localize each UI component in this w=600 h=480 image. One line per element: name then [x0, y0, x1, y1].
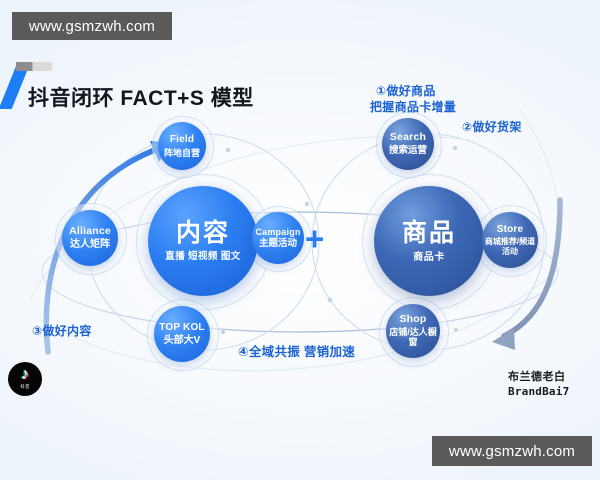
- orbit-dot: [452, 145, 458, 151]
- node-campaign-cn: 主题活动: [258, 237, 297, 249]
- douyin-logo: ♪ 抖音: [8, 362, 42, 396]
- node-field[interactable]: Field 阵地自营: [158, 122, 206, 170]
- node-shop-en: Shop: [399, 313, 427, 326]
- annotation-4: ④全域共振 营销加速: [238, 345, 356, 359]
- node-product-subtitle: 商品卡: [413, 251, 445, 263]
- node-store-en: Store: [496, 223, 524, 235]
- node-store-cn: 商城推荐/频道活动: [484, 237, 536, 256]
- decorative-arc: [59, 267, 561, 372]
- node-topkol-en: TOP KOL: [159, 321, 205, 333]
- node-alliance-cn: 达人矩阵: [70, 239, 110, 251]
- node-content-title: 内容: [175, 219, 230, 248]
- annotation-2: ②做好货架: [462, 120, 522, 134]
- orbit-dot: [220, 329, 226, 335]
- plus-symbol: +: [305, 220, 325, 257]
- annotation-3: ③做好内容: [32, 324, 92, 338]
- douyin-label: 抖音: [20, 384, 30, 389]
- node-topkol[interactable]: TOP KOL 头部大V: [154, 306, 210, 362]
- node-shop-cn: 店铺/达人橱窗: [389, 326, 437, 348]
- node-content-subtitle: 直播 短视频 图文: [165, 251, 241, 263]
- node-search[interactable]: Search 搜索运营: [382, 118, 434, 170]
- node-alliance-en: Alliance: [69, 224, 111, 237]
- page-title: 抖音闭环 FACT+S 模型: [28, 87, 254, 110]
- outer-orbit-ellipse: [41, 211, 559, 333]
- node-product[interactable]: 商品 商品卡: [374, 186, 484, 296]
- annotation-1-line1: ①做好商品: [376, 84, 436, 98]
- node-field-cn: 阵地自营: [163, 147, 200, 158]
- node-search-en: Search: [389, 130, 427, 143]
- brand-name-en: BrandBai7: [508, 385, 570, 398]
- orbit-dot: [225, 147, 231, 153]
- orbit-dot: [327, 297, 333, 303]
- annotation-1-line2: 把握商品卡增量: [370, 100, 457, 114]
- brand-signature: 布兰德老白 BrandBai7: [508, 368, 569, 398]
- node-alliance[interactable]: Alliance 达人矩阵: [62, 210, 118, 266]
- right-arrow-head: [492, 328, 515, 350]
- orbit-dot: [304, 201, 310, 207]
- node-product-title: 商品: [401, 218, 456, 247]
- node-content[interactable]: 内容 直播 短视频 图文: [148, 186, 258, 296]
- title-accent-cap: [16, 62, 52, 71]
- node-search-cn: 搜索运营: [388, 144, 427, 156]
- music-note-icon: ♪: [21, 366, 29, 383]
- right-cycle-arrow: [501, 197, 563, 339]
- node-shop[interactable]: Shop 店铺/达人橱窗: [386, 304, 440, 358]
- brand-name-cn: 布兰德老白: [508, 370, 566, 383]
- node-campaign[interactable]: Campaign 主题活动: [252, 212, 304, 264]
- watermark-top: www.gsmzwh.com: [12, 12, 172, 40]
- node-topkol-cn: 头部大V: [163, 335, 201, 346]
- watermark-bottom: www.gsmzwh.com: [432, 436, 592, 466]
- node-field-en: Field: [169, 134, 195, 146]
- node-store[interactable]: Store 商城推荐/频道活动: [482, 212, 538, 268]
- node-campaign-en: Campaign: [255, 226, 301, 237]
